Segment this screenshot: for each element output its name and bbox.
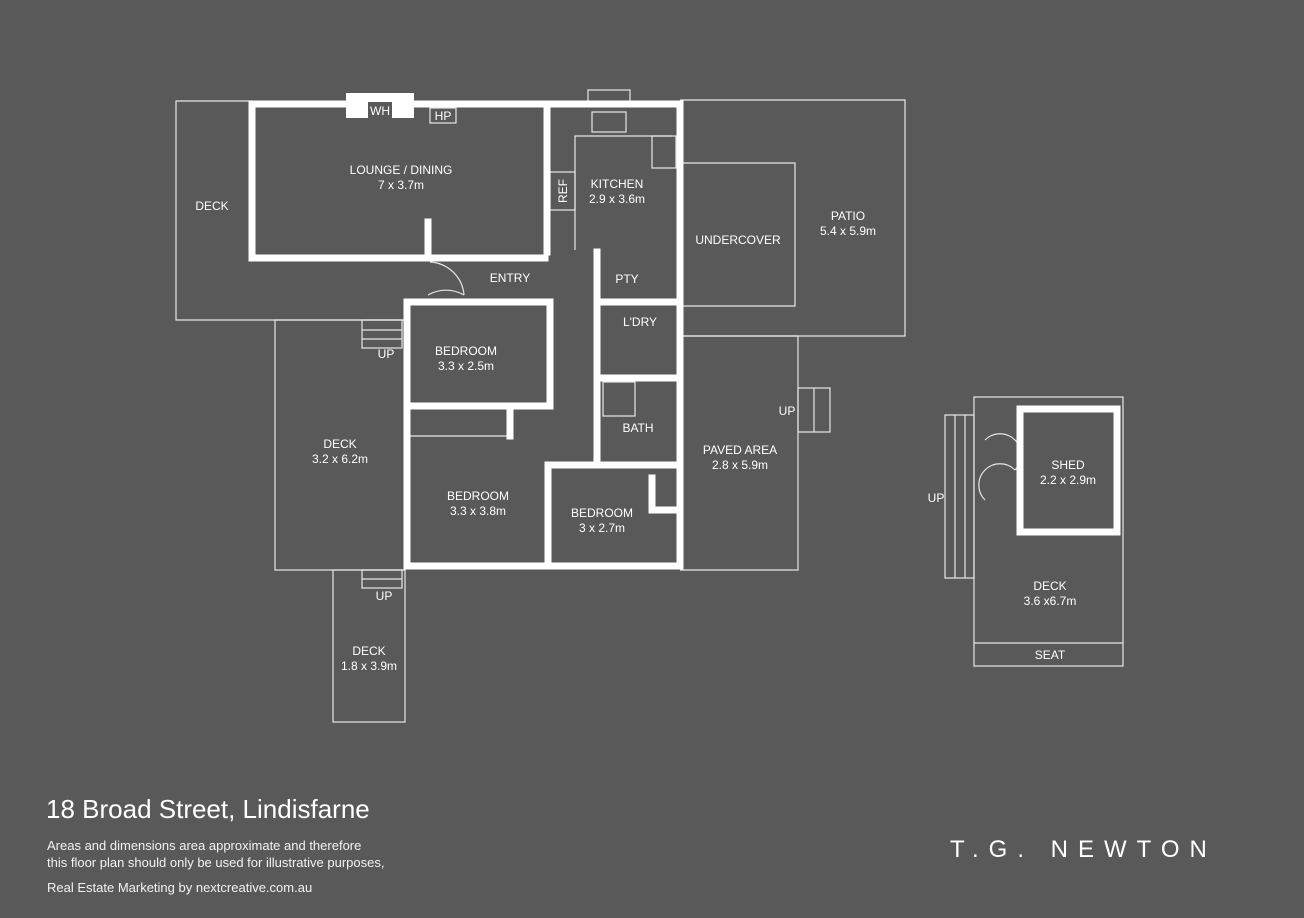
deck-small-size: 1.8 x 3.9m	[341, 659, 397, 673]
disclaimer-line-2: this floor plan should only be used for …	[47, 855, 385, 870]
kitchen-size: 2.9 x 3.6m	[589, 192, 645, 206]
shed-label: SHED	[1051, 458, 1085, 472]
patio-label: PATIO	[831, 209, 865, 223]
bath-label: BATH	[622, 421, 653, 435]
wh-label: WH	[370, 104, 390, 118]
stairs	[361, 319, 975, 589]
room-labels: WH HP DECK LOUNGE / DINING 7 x 3.7m KITC…	[195, 104, 1096, 673]
bedroom2-label: BEDROOM	[447, 489, 509, 503]
lounge-label: LOUNGE / DINING	[350, 163, 453, 177]
disclaimer-line-1: Areas and dimensions area approximate an…	[47, 838, 362, 853]
deck-mid-label: DECK	[323, 437, 356, 451]
undercover-label: UNDERCOVER	[695, 233, 781, 247]
deck-small-label: DECK	[352, 644, 385, 658]
deck-mid-size: 3.2 x 6.2m	[312, 452, 368, 466]
bedroom2-size: 3.3 x 3.8m	[450, 504, 506, 518]
lounge-size: 7 x 3.7m	[378, 178, 424, 192]
deck-shed-size: 3.6 x6.7m	[1024, 594, 1077, 608]
deck-left-label: DECK	[195, 199, 228, 213]
up-label: UP	[779, 404, 796, 418]
pty-label: PTY	[615, 272, 638, 286]
up-label: UP	[376, 589, 393, 603]
up-label: UP	[378, 347, 395, 361]
hp-label: HP	[435, 109, 452, 123]
bedroom3-size: 3 x 2.7m	[579, 521, 625, 535]
address-title: 18 Broad Street, Lindisfarne	[46, 794, 370, 824]
ref-label: REF	[556, 179, 570, 203]
bedroom1-label: BEDROOM	[435, 344, 497, 358]
walls	[248, 93, 1121, 570]
kitchen-label: KITCHEN	[591, 177, 644, 191]
shed-size: 2.2 x 2.9m	[1040, 473, 1096, 487]
patio-size: 5.4 x 5.9m	[820, 224, 876, 238]
bedroom1-size: 3.3 x 2.5m	[438, 359, 494, 373]
deck-shed-label: DECK	[1033, 579, 1066, 593]
paved-size: 2.8 x 5.9m	[712, 458, 768, 472]
paved-label: PAVED AREA	[703, 443, 777, 457]
outlines	[175, 89, 1124, 723]
ldry-label: L'DRY	[623, 315, 657, 329]
up-label: UP	[928, 491, 945, 505]
bedroom3-label: BEDROOM	[571, 506, 633, 520]
credit-text: Real Estate Marketing by nextcreative.co…	[47, 880, 313, 895]
seat-label: SEAT	[1035, 648, 1066, 662]
entry-label: ENTRY	[490, 271, 530, 285]
brand-logo: T.G. NEWTON	[950, 836, 1217, 863]
